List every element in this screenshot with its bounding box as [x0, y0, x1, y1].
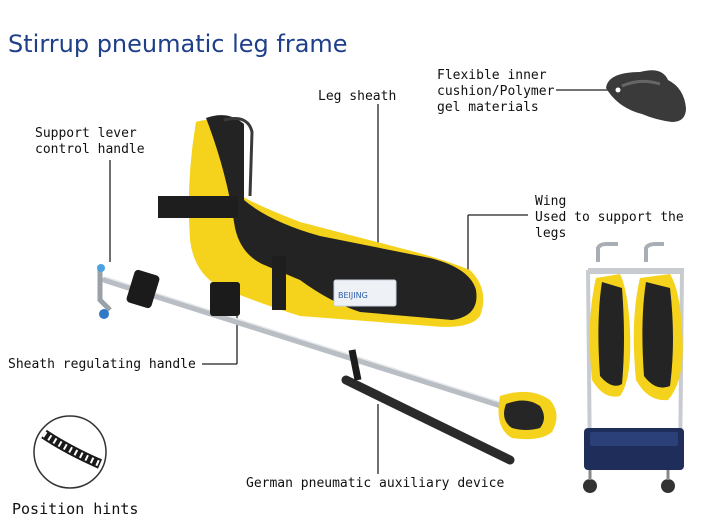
gas-spring	[341, 375, 515, 465]
handle-cap-bottom	[99, 309, 109, 319]
callout-support-lever: Support lever control handle	[35, 126, 145, 157]
storage-cart	[583, 242, 684, 493]
position-hints-inset	[33, 415, 107, 489]
gas-spring-mount	[348, 349, 362, 381]
leader-lines	[109, 89, 618, 474]
sheath-clamp	[210, 282, 240, 316]
product-logo: BEIJING	[338, 291, 368, 300]
sleeve-clamp	[126, 269, 160, 309]
cushion-marker	[615, 87, 621, 93]
cart-wheel-left	[583, 479, 597, 493]
callout-position-hints: Position hints	[12, 500, 139, 518]
strap-upper	[158, 196, 238, 218]
page-title: Stirrup pneumatic leg frame	[8, 30, 348, 58]
support-rod	[102, 277, 518, 413]
callout-leg-sheath: Leg sheath	[318, 89, 397, 104]
callout-flexible-inner: Flexible inner cushion/Polymer gel mater…	[437, 68, 555, 115]
callout-wing: Wing Used to support the legs	[535, 194, 684, 241]
logo-plate	[333, 279, 397, 307]
callout-sheath-regulating: Sheath regulating handle	[8, 357, 196, 372]
strap-lower	[272, 256, 286, 310]
handle-cap-top	[97, 264, 105, 272]
cushion-inset	[606, 70, 686, 122]
cart-wheel-right	[661, 479, 675, 493]
callout-german-pneumatic: German pneumatic auxiliary device	[246, 476, 505, 491]
leg-frame: BEIJING	[97, 115, 557, 465]
